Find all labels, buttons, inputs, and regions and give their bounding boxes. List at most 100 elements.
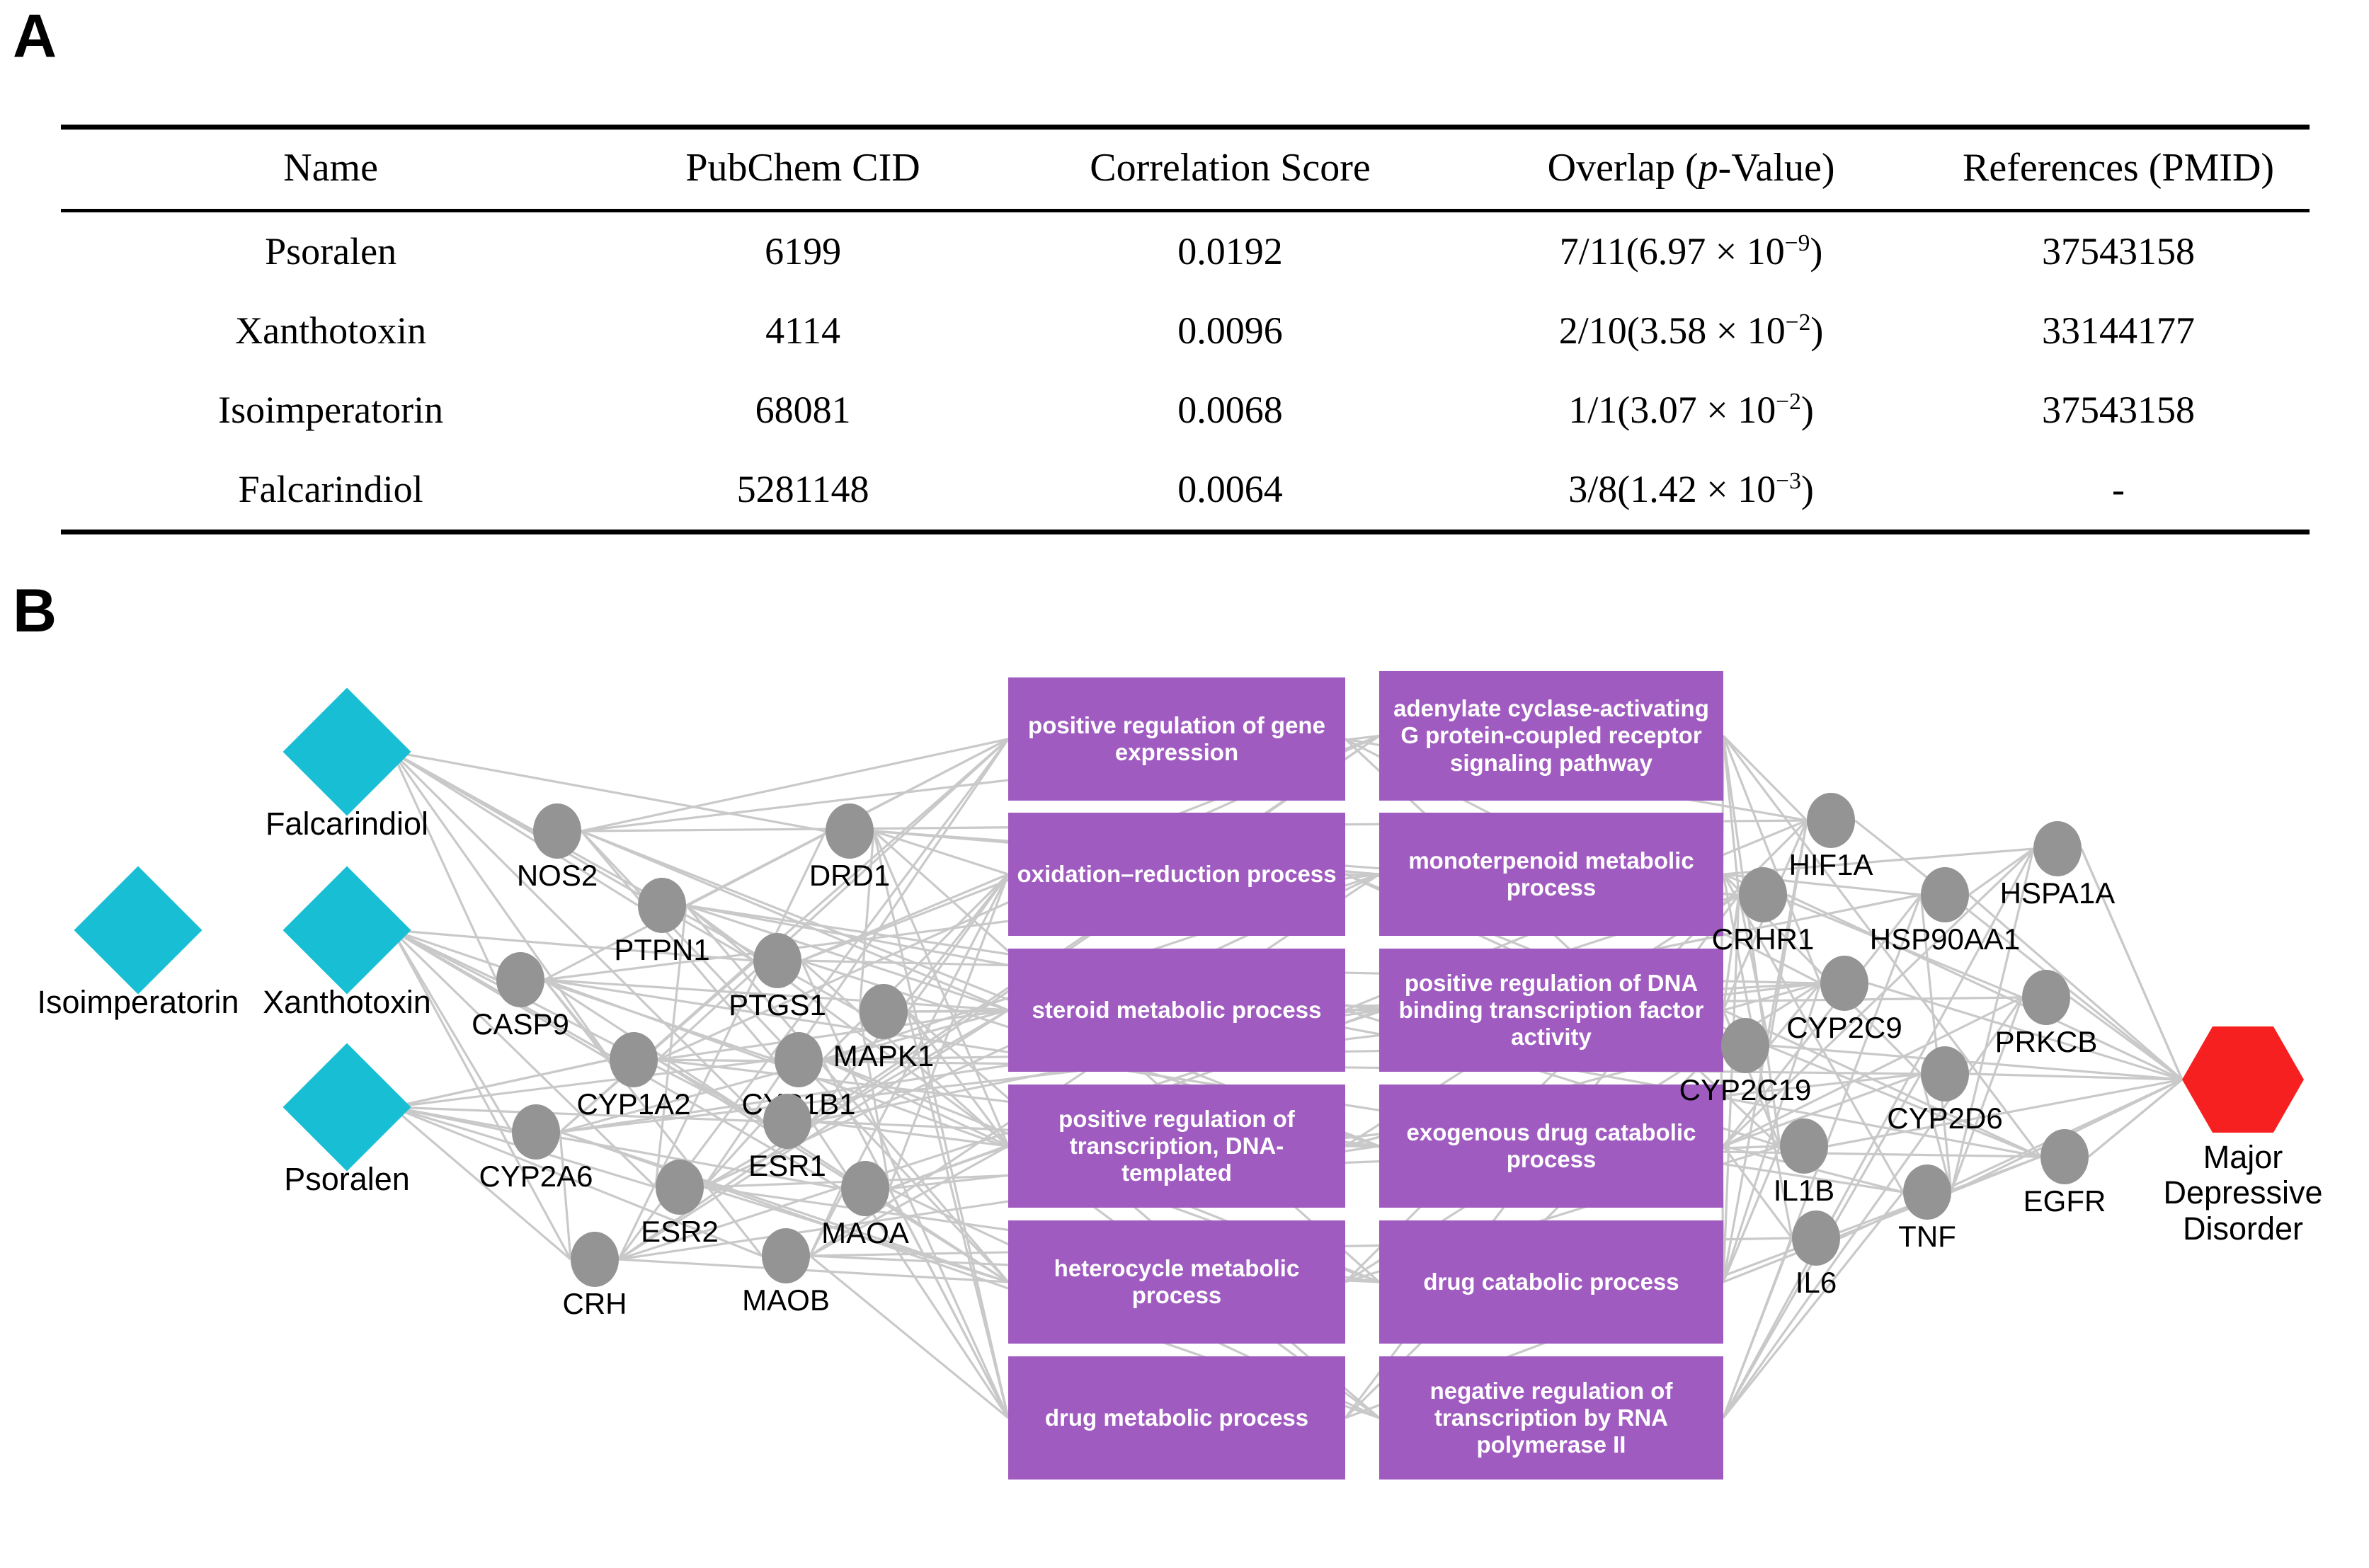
network-edge: [1950, 848, 2035, 1193]
overlap-main: 3/8(1.42 × 10: [1568, 468, 1776, 510]
th-overlap-pvalue: Overlap (p-Value): [1455, 125, 1928, 211]
cell-cid: 4114: [765, 309, 841, 352]
network-edge: [657, 1058, 1009, 1283]
gene-circle-icon: [571, 1232, 619, 1287]
network-edge: [1768, 820, 1808, 1046]
gene-node-label: TNF: [1898, 1220, 1956, 1253]
network-edge: [544, 978, 1009, 1012]
network-edge: [1723, 996, 2023, 1148]
network-edge: [559, 1131, 572, 1260]
network-edge: [1722, 1191, 1905, 1419]
gene-circle-icon: [1903, 1164, 1951, 1220]
overlap-tail: ): [1800, 389, 1814, 431]
go-term-box[interactable]: oxidation–reduction process: [1008, 813, 1345, 936]
overlap-tail: ): [1810, 230, 1823, 273]
network-edge: [580, 830, 776, 1061]
cell-overlap: 2/10(3.58 × 10−2): [1455, 292, 1927, 371]
network-edge: [906, 874, 1010, 1012]
network-edge: [559, 959, 755, 1133]
network-edge: [1722, 847, 2035, 1148]
network-edge: [703, 1186, 1009, 1283]
compound-node-label: Xanthotoxin: [263, 984, 431, 1020]
go-term-label: heterocycle metabolic process: [1054, 1254, 1300, 1308]
network-edge: [1786, 893, 2183, 1081]
gene-node-label: CYP2D6: [1887, 1101, 2003, 1135]
cell-ref: 37543158: [1927, 209, 2310, 292]
gene-node-label: IL1B: [1773, 1174, 1835, 1207]
go-term-box[interactable]: positive regulation of gene expression: [1008, 677, 1345, 801]
gene-node-label: CYP2A6: [479, 1160, 593, 1193]
gene-node-label: EGFR: [2023, 1184, 2106, 1218]
network-edge: [1827, 1078, 2183, 1148]
gene-node-label: PTGS1: [729, 988, 826, 1022]
gene-circle-icon: [533, 803, 581, 859]
overlap-tail: ): [1810, 309, 1824, 352]
go-term-label: monoterpenoid metabolic process: [1408, 847, 1694, 900]
compound-table-panel: Name PubChem CID Correlation Score Overl…: [61, 125, 2310, 534]
network-edge: [1950, 997, 2023, 1193]
network-edge: [391, 929, 572, 1260]
table-row: Falcarindiol 5281148 0.0064 3/8(1.42 × 1…: [61, 450, 2310, 534]
network-edge: [810, 1121, 1010, 1419]
network-edge: [1919, 894, 1953, 1193]
go-term-box[interactable]: monoterpenoid metabolic process: [1379, 813, 1723, 936]
overlap-exponent: −2: [1776, 389, 1801, 415]
gene-circle-icon: [512, 1104, 560, 1160]
gene-circle-icon: [1820, 956, 1868, 1011]
network-edge: [391, 1106, 572, 1261]
gene-node-label: HSP90AA1: [1869, 922, 2021, 956]
table-row: Isoimperatorin 68081 0.0068 1/1(3.07 × 1…: [61, 371, 2310, 450]
network-edge: [392, 750, 754, 962]
go-term-box[interactable]: positive regulation of DNA binding trans…: [1379, 949, 1723, 1072]
compound-node-label: Psoralen: [284, 1161, 410, 1197]
gene-circle-icon: [2040, 1129, 2089, 1184]
network-edge: [617, 830, 827, 1260]
gene-circle-icon: [1921, 1046, 1969, 1101]
go-term-box[interactable]: drug metabolic process: [1008, 1356, 1345, 1480]
cell-ref: -: [1927, 450, 2310, 534]
go-term-label: drug catabolic process: [1423, 1268, 1679, 1295]
go-term-label: drug metabolic process: [1044, 1404, 1309, 1431]
go-term-box[interactable]: positive regulation of transcription, DN…: [1008, 1085, 1345, 1208]
go-term-box[interactable]: exogenous drug catabolic process: [1379, 1085, 1723, 1208]
go-term-label: steroid metabolic process: [1032, 996, 1322, 1023]
gene-circle-icon: [763, 1094, 811, 1149]
go-term-box[interactable]: negative regulation of transcription by …: [1379, 1356, 1723, 1480]
network-edge: [1722, 735, 2042, 1157]
network-edge: [391, 751, 611, 1060]
compound-table: Name PubChem CID Correlation Score Overl…: [61, 125, 2310, 534]
go-term-box[interactable]: heterocycle metabolic process: [1008, 1220, 1345, 1344]
network-edge: [888, 1188, 1010, 1419]
network-edge: [544, 738, 1009, 981]
gene-node-label: MAPK1: [833, 1039, 935, 1072]
network-edge: [1968, 847, 2034, 896]
go-term-box[interactable]: steroid metabolic process: [1008, 949, 1345, 1072]
hexagon-icon: [2182, 1026, 2304, 1133]
cell-score: 0.0064: [1005, 450, 1456, 534]
cell-name: Isoimperatorin: [218, 389, 444, 431]
network-edge: [1919, 1073, 1953, 1193]
network-edge: [618, 1009, 1009, 1261]
gene-circle-icon: [762, 1228, 810, 1283]
gene-circle-icon: [753, 933, 801, 988]
table-row: Psoralen 6199 0.0192 7/11(6.97 × 10−9) 3…: [61, 209, 2310, 292]
network-edge: [703, 1009, 1009, 1189]
gene-circle-icon: [496, 952, 544, 1007]
go-term-label: adenylate cyclase-activating G protein-c…: [1393, 695, 1709, 776]
network-edge: [1723, 982, 1821, 1012]
overlap-exponent: −9: [1784, 230, 1810, 256]
go-term-box[interactable]: drug catabolic process: [1379, 1220, 1723, 1344]
go-term-box[interactable]: adenylate cyclase-activating G protein-c…: [1379, 671, 1723, 801]
cell-ref: 33144177: [2042, 309, 2196, 352]
network-edge: [392, 1106, 764, 1123]
table-row: Xanthotoxin 4114 0.0096 2/10(3.58 × 10−2…: [61, 292, 2310, 371]
overlap-tail: ): [1800, 468, 1814, 510]
cell-score: 0.0192: [1005, 209, 1456, 292]
network-edge: [1769, 1044, 2183, 1081]
network-edge: [391, 929, 657, 1189]
gene-circle-icon: [826, 803, 874, 859]
gene-node-label: ESR2: [641, 1215, 719, 1248]
network-edge: [618, 1258, 1009, 1283]
cell-overlap: 7/11(6.97 × 10−9): [1455, 209, 1928, 292]
